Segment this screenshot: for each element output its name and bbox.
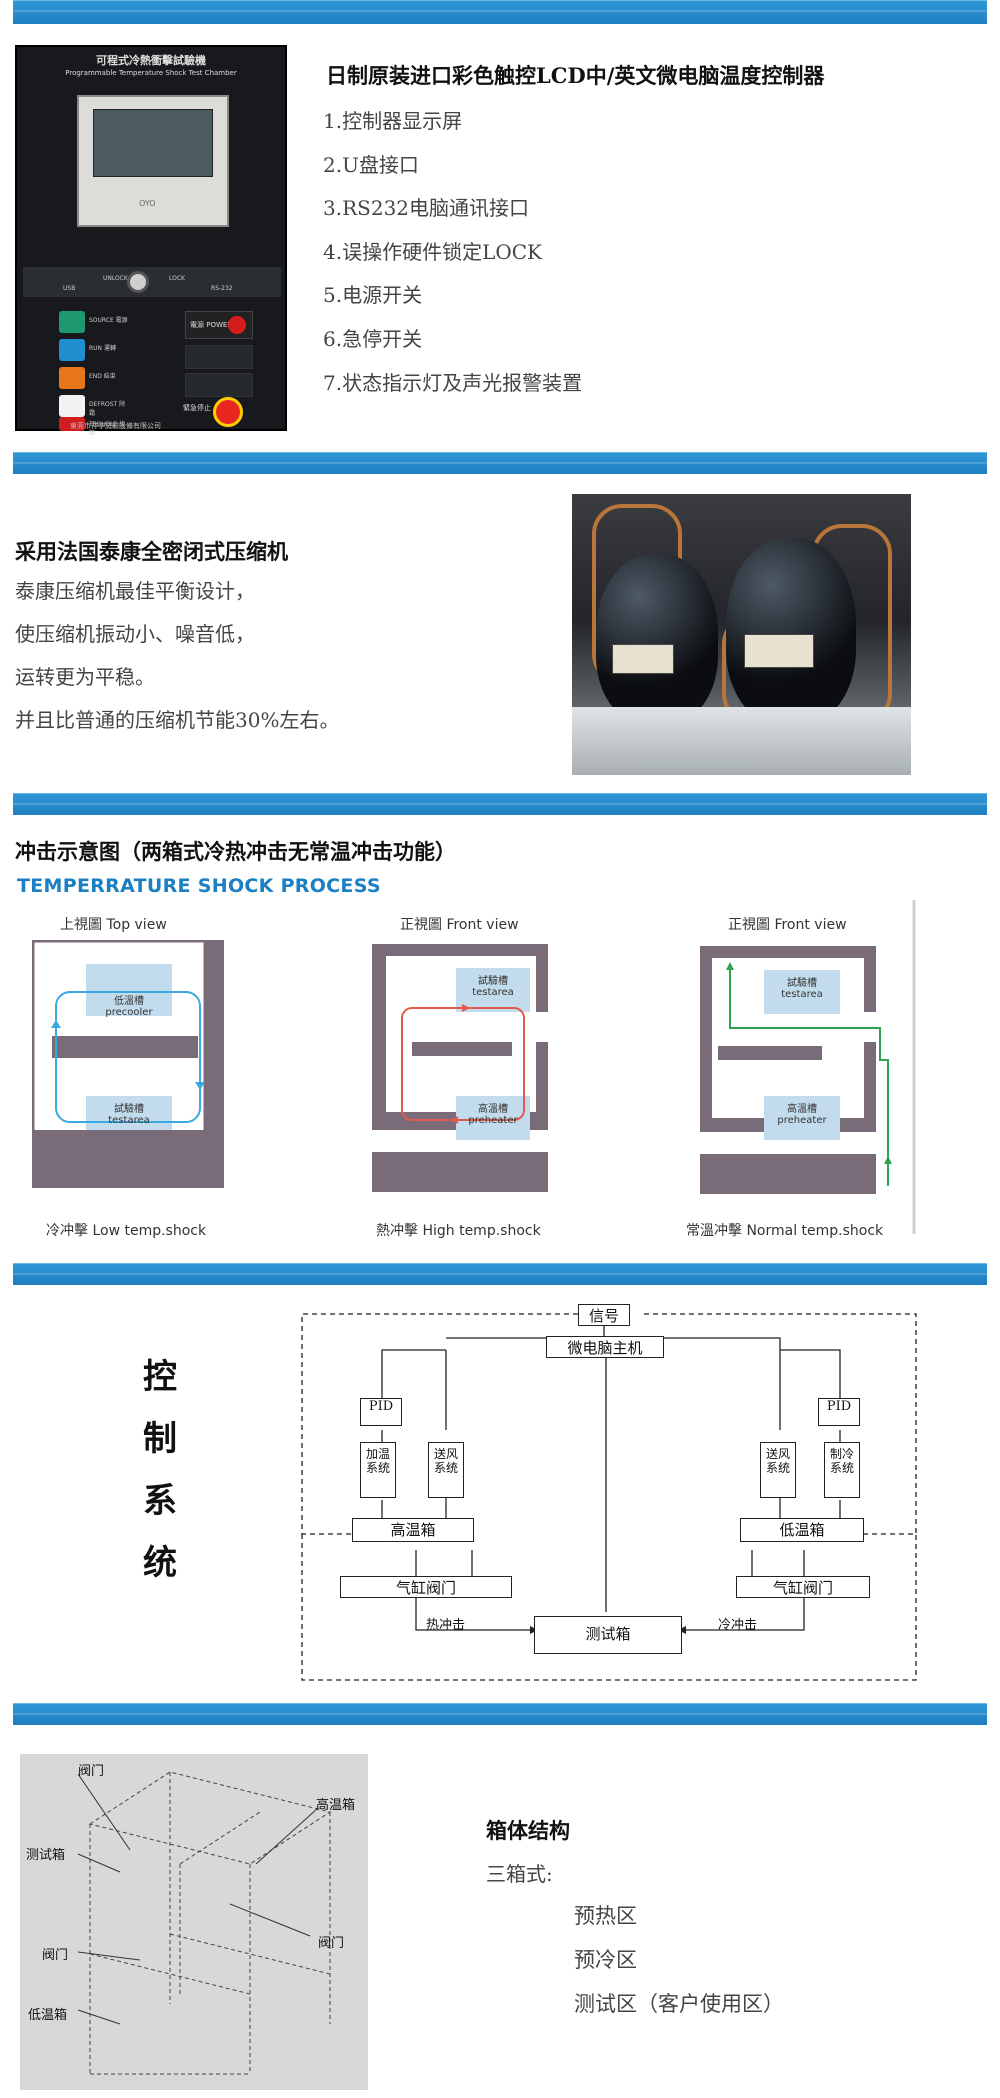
port-strip: USB UNLOCK LOCK RS-232: [23, 267, 281, 297]
list-item: 1.控制器显示屏: [323, 109, 463, 133]
structure-label: 高温箱: [316, 1798, 356, 1813]
shock-subtitle: TEMPERRATURE SHOCK PROCESS: [17, 875, 381, 897]
structure-label: 阀门: [78, 1764, 105, 1779]
control-system-connectors: [301, 1313, 917, 1681]
panel-header-cn: 可程式冷熱衝擊試驗機: [96, 54, 206, 67]
list-item: 7.状态指示灯及声光报警装置: [323, 370, 583, 395]
list-item: 4.误操作硬件锁定LOCK: [323, 239, 543, 264]
view-label: 正視圖 Front view: [400, 917, 519, 933]
compressor-unit: [726, 538, 856, 724]
structure-subtitle: 三箱式:: [486, 1862, 553, 1886]
valve-right-box: 气缸阀门: [736, 1576, 870, 1598]
view-label: 正視圖 Front view: [728, 917, 847, 933]
controller-title: 日制原装进口彩色触控LCD中/英文微电脑温度控制器: [326, 63, 825, 88]
fan-system-box: 送风系统: [760, 1442, 796, 1498]
structure-label: 阀门: [42, 1948, 69, 1963]
control-system-title: 控 制 系 统: [143, 1357, 177, 1583]
high-temp-box: 高温箱: [352, 1518, 474, 1542]
section-divider: [13, 0, 987, 24]
fan-system-box: 送风系统: [428, 1442, 464, 1498]
shock-type-label: 常溫冲擊 Normal temp.shock: [686, 1223, 884, 1239]
low-temp-shock-diagram: [32, 940, 224, 1188]
cool-system-box: 制冷系统: [824, 1442, 860, 1498]
structure-label: 测试箱: [26, 1848, 66, 1863]
defrost-indicator: [59, 395, 85, 417]
panel-header-en: Programmable Temperature Shock Test Cham…: [65, 69, 237, 77]
low-temp-box: 低温箱: [740, 1518, 864, 1542]
controller-feature-list: 1.控制器显示屏 2.U盘接口 3.RS232电脑通讯接口 4.误操作硬件锁定L…: [323, 104, 582, 409]
end-indicator: [59, 367, 85, 389]
lcd-screen: OYO: [77, 95, 229, 227]
pid-box: PID: [818, 1398, 860, 1426]
list-item: 2.U盘接口: [323, 152, 419, 177]
estop-label: 緊急停止: [183, 404, 211, 412]
shock-type-label: 冷冲擊 Low temp.shock: [46, 1223, 207, 1239]
power-switch: 電源 POWER: [185, 311, 253, 339]
cold-shock-label: 冷冲击: [718, 1618, 758, 1633]
structure-label: 阀门: [318, 1936, 345, 1951]
shock-diagrams: [32, 900, 916, 1234]
compressor-unit: [596, 554, 718, 724]
list-item: 5.电源开关: [323, 283, 423, 308]
host-box: 微电脑主机: [546, 1336, 664, 1358]
shock-type-label: 熱冲擊 High temp.shock: [376, 1223, 541, 1239]
run-indicator: [59, 339, 85, 361]
section-divider: [13, 452, 987, 474]
heat-system-box: 加温系统: [360, 1442, 396, 1498]
list-item: 测试区（客户使用区）: [574, 1992, 784, 2016]
list-item: 3.RS232电脑通讯接口: [323, 196, 530, 221]
pid-box: PID: [360, 1398, 402, 1426]
normal-temp-shock-diagram: [700, 900, 916, 1234]
valve-left-box: 气缸阀门: [340, 1576, 512, 1598]
shock-title: 冲击示意图（两箱式冷热冲击无常温冲击功能）: [15, 839, 456, 864]
emergency-stop-button-icon: [213, 397, 243, 427]
view-label: 上視圖 Top view: [60, 917, 167, 933]
compressor-description: 泰康压缩机最佳平衡设计， 使压缩机振动小、噪音低， 运转更为平稳。 并且比普通的…: [15, 579, 340, 732]
source-indicator: [59, 311, 85, 333]
hot-shock-label: 热冲击: [426, 1618, 466, 1633]
section-divider: [13, 793, 987, 815]
list-item: 预热区: [574, 1904, 637, 1928]
section-divider: [13, 1263, 987, 1285]
trouble-indicator: [59, 417, 85, 431]
compressor-photo: [572, 494, 911, 775]
test-box: 测试箱: [534, 1616, 682, 1654]
compressor-title: 采用法国泰康全密闭式压缩机: [15, 539, 288, 564]
section-divider: [13, 1703, 987, 1725]
lock-key-icon: [127, 271, 149, 293]
structure-label: 低温箱: [28, 2008, 68, 2023]
controller-panel-photo: 可程式冷熱衝擊試驗機 Programmable Temperature Shoc…: [15, 45, 287, 437]
list-item: 预冷区: [574, 1948, 637, 1972]
panel-footer: 東莞市祥宇試驗設備有限公司: [70, 422, 161, 430]
list-item: 6.急停开关: [323, 326, 423, 351]
signal-box: 信号: [578, 1304, 630, 1326]
high-temp-shock-diagram: [372, 944, 550, 1192]
structure-title: 箱体结构: [486, 1818, 570, 1843]
chamber-structure-drawing: 阀门 测试箱 高温箱 阀门 阀门 低温箱: [20, 1754, 368, 2090]
